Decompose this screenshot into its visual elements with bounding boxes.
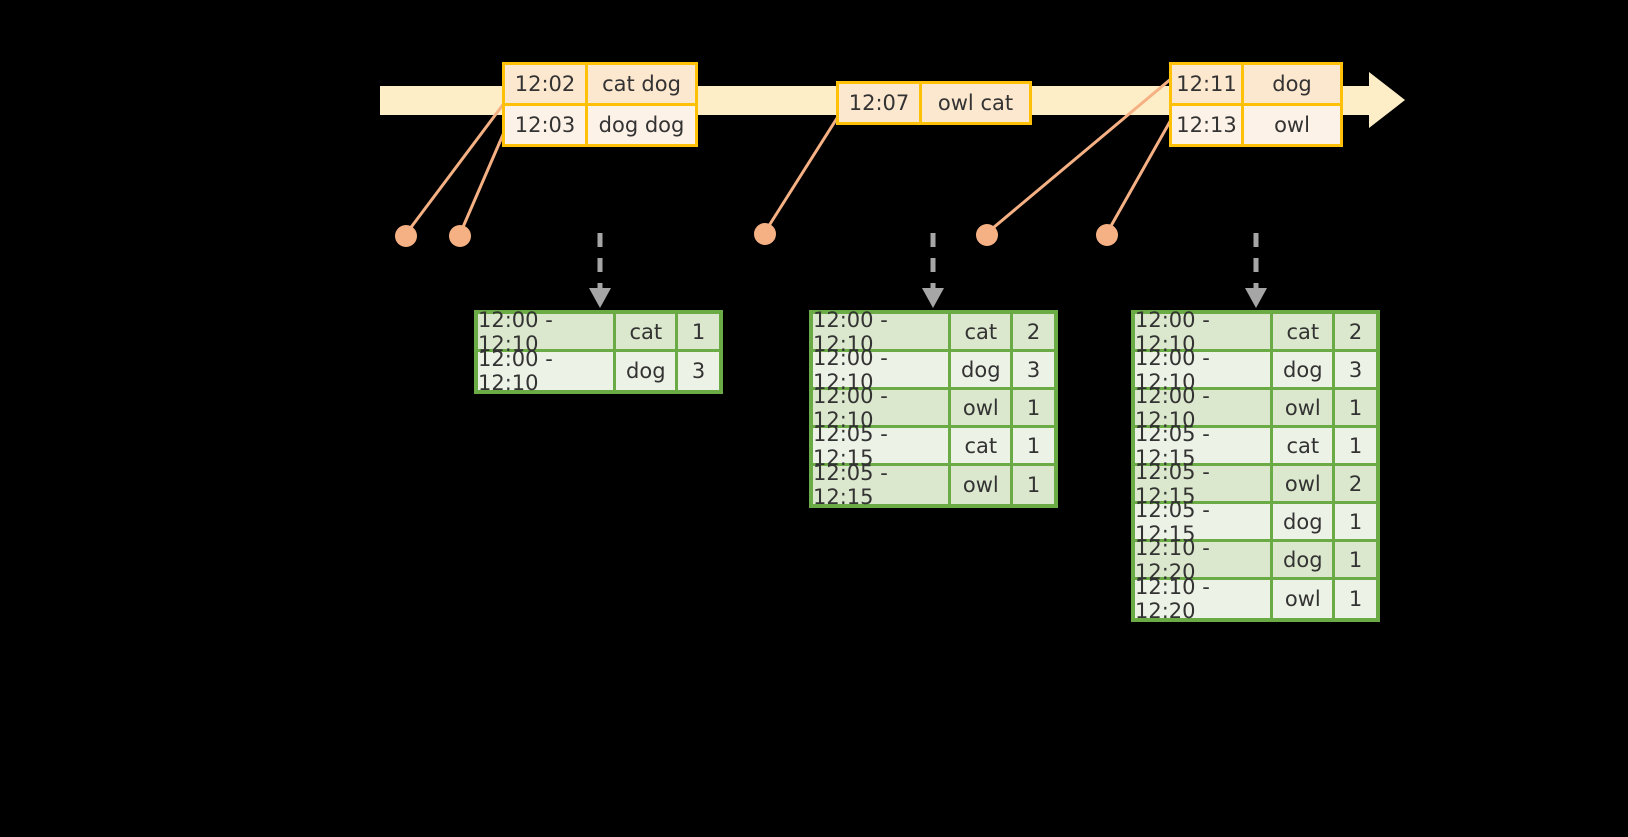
connector-dot [449,225,471,247]
cell-count: 1 [1335,504,1376,539]
timeline-event-row: 12:07 owl cat [839,84,1029,122]
cell-window: 12:00 - 12:10 [813,346,952,394]
event-time: 12:07 [839,84,922,122]
cell-key: dog [1273,542,1336,577]
cell-count: 2 [1335,466,1376,501]
cell-count: 1 [1335,428,1376,463]
timeline-event-row: 12:03 dog dog [505,103,695,144]
cell-key: owl [951,390,1014,425]
timeline-event-row: 12:02 cat dog [505,65,695,103]
cell-count: 1 [1335,542,1376,577]
cell-count: 1 [1013,428,1054,463]
dashed-arrow-head-icon [589,288,611,308]
connector-dot [1096,224,1118,246]
cell-key: owl [951,466,1014,504]
timeline-event-box: 12:02 cat dog 12:03 dog dog [502,62,698,147]
cell-window: 12:00 - 12:10 [813,384,952,432]
cell-count: 2 [1013,314,1054,349]
cell-key: dog [616,352,679,390]
timeline-event-row: 12:11 dog [1172,65,1340,103]
cell-window: 12:05 - 12:15 [813,422,952,470]
cell-count: 3 [1013,352,1054,387]
timeline-event-row: 12:13 owl [1172,103,1340,144]
connector-dot [395,225,417,247]
cell-window: 12:00 - 12:10 [478,347,617,395]
timeline-event-box: 12:11 dog 12:13 owl [1169,62,1343,147]
cell-key: dog [1273,504,1336,539]
cell-count: 1 [678,314,719,349]
connector-line [458,129,507,235]
dashed-arrow-head-icon [1245,288,1267,308]
cell-window: 12:00 - 12:10 [1135,384,1274,432]
connector-dot [754,223,776,245]
cell-key: cat [1273,314,1336,349]
cell-window: 12:05 - 12:15 [1135,422,1274,470]
cell-count: 3 [1335,352,1376,387]
cell-window: 12:00 - 12:10 [813,308,952,356]
event-time: 12:02 [505,65,588,103]
cell-count: 1 [1335,390,1376,425]
event-value: dog [1244,65,1340,103]
event-value: owl cat [922,84,1029,122]
cell-key: cat [951,314,1014,349]
connector-line [404,101,507,235]
cell-count: 1 [1335,580,1376,618]
cell-key: dog [1273,352,1336,387]
cell-key: cat [951,428,1014,463]
event-value: dog dog [588,106,695,144]
cell-window: 12:00 - 12:10 [1135,308,1274,356]
connector-dot [976,224,998,246]
cell-key: owl [1273,390,1336,425]
cell-key: cat [616,314,679,349]
cell-window: 12:00 - 12:10 [478,308,617,356]
cell-count: 3 [678,352,719,390]
connector-line [763,114,841,233]
cell-window: 12:10 - 12:20 [1135,536,1274,584]
timeline-arrow-icon [1369,72,1405,128]
cell-window: 12:05 - 12:15 [813,461,952,509]
event-value: cat dog [588,65,695,103]
event-time: 12:13 [1172,106,1244,144]
cell-count: 1 [1013,466,1054,504]
event-time: 12:11 [1172,65,1244,103]
cell-window: 12:05 - 12:15 [1135,498,1274,546]
cell-window: 12:00 - 12:10 [1135,346,1274,394]
cell-window: 12:05 - 12:15 [1135,460,1274,508]
cell-count: 2 [1335,314,1376,349]
cell-window: 12:10 - 12:20 [1135,575,1274,623]
dashed-arrow-head-icon [922,288,944,308]
cell-count: 1 [1013,390,1054,425]
cell-key: cat [1273,428,1336,463]
cell-key: owl [1273,580,1336,618]
event-value: owl [1244,106,1340,144]
event-time: 12:03 [505,106,588,144]
connector-line [1105,117,1174,234]
cell-key: dog [951,352,1014,387]
timeline-event-box: 12:07 owl cat [836,81,1032,125]
cell-key: owl [1273,466,1336,501]
